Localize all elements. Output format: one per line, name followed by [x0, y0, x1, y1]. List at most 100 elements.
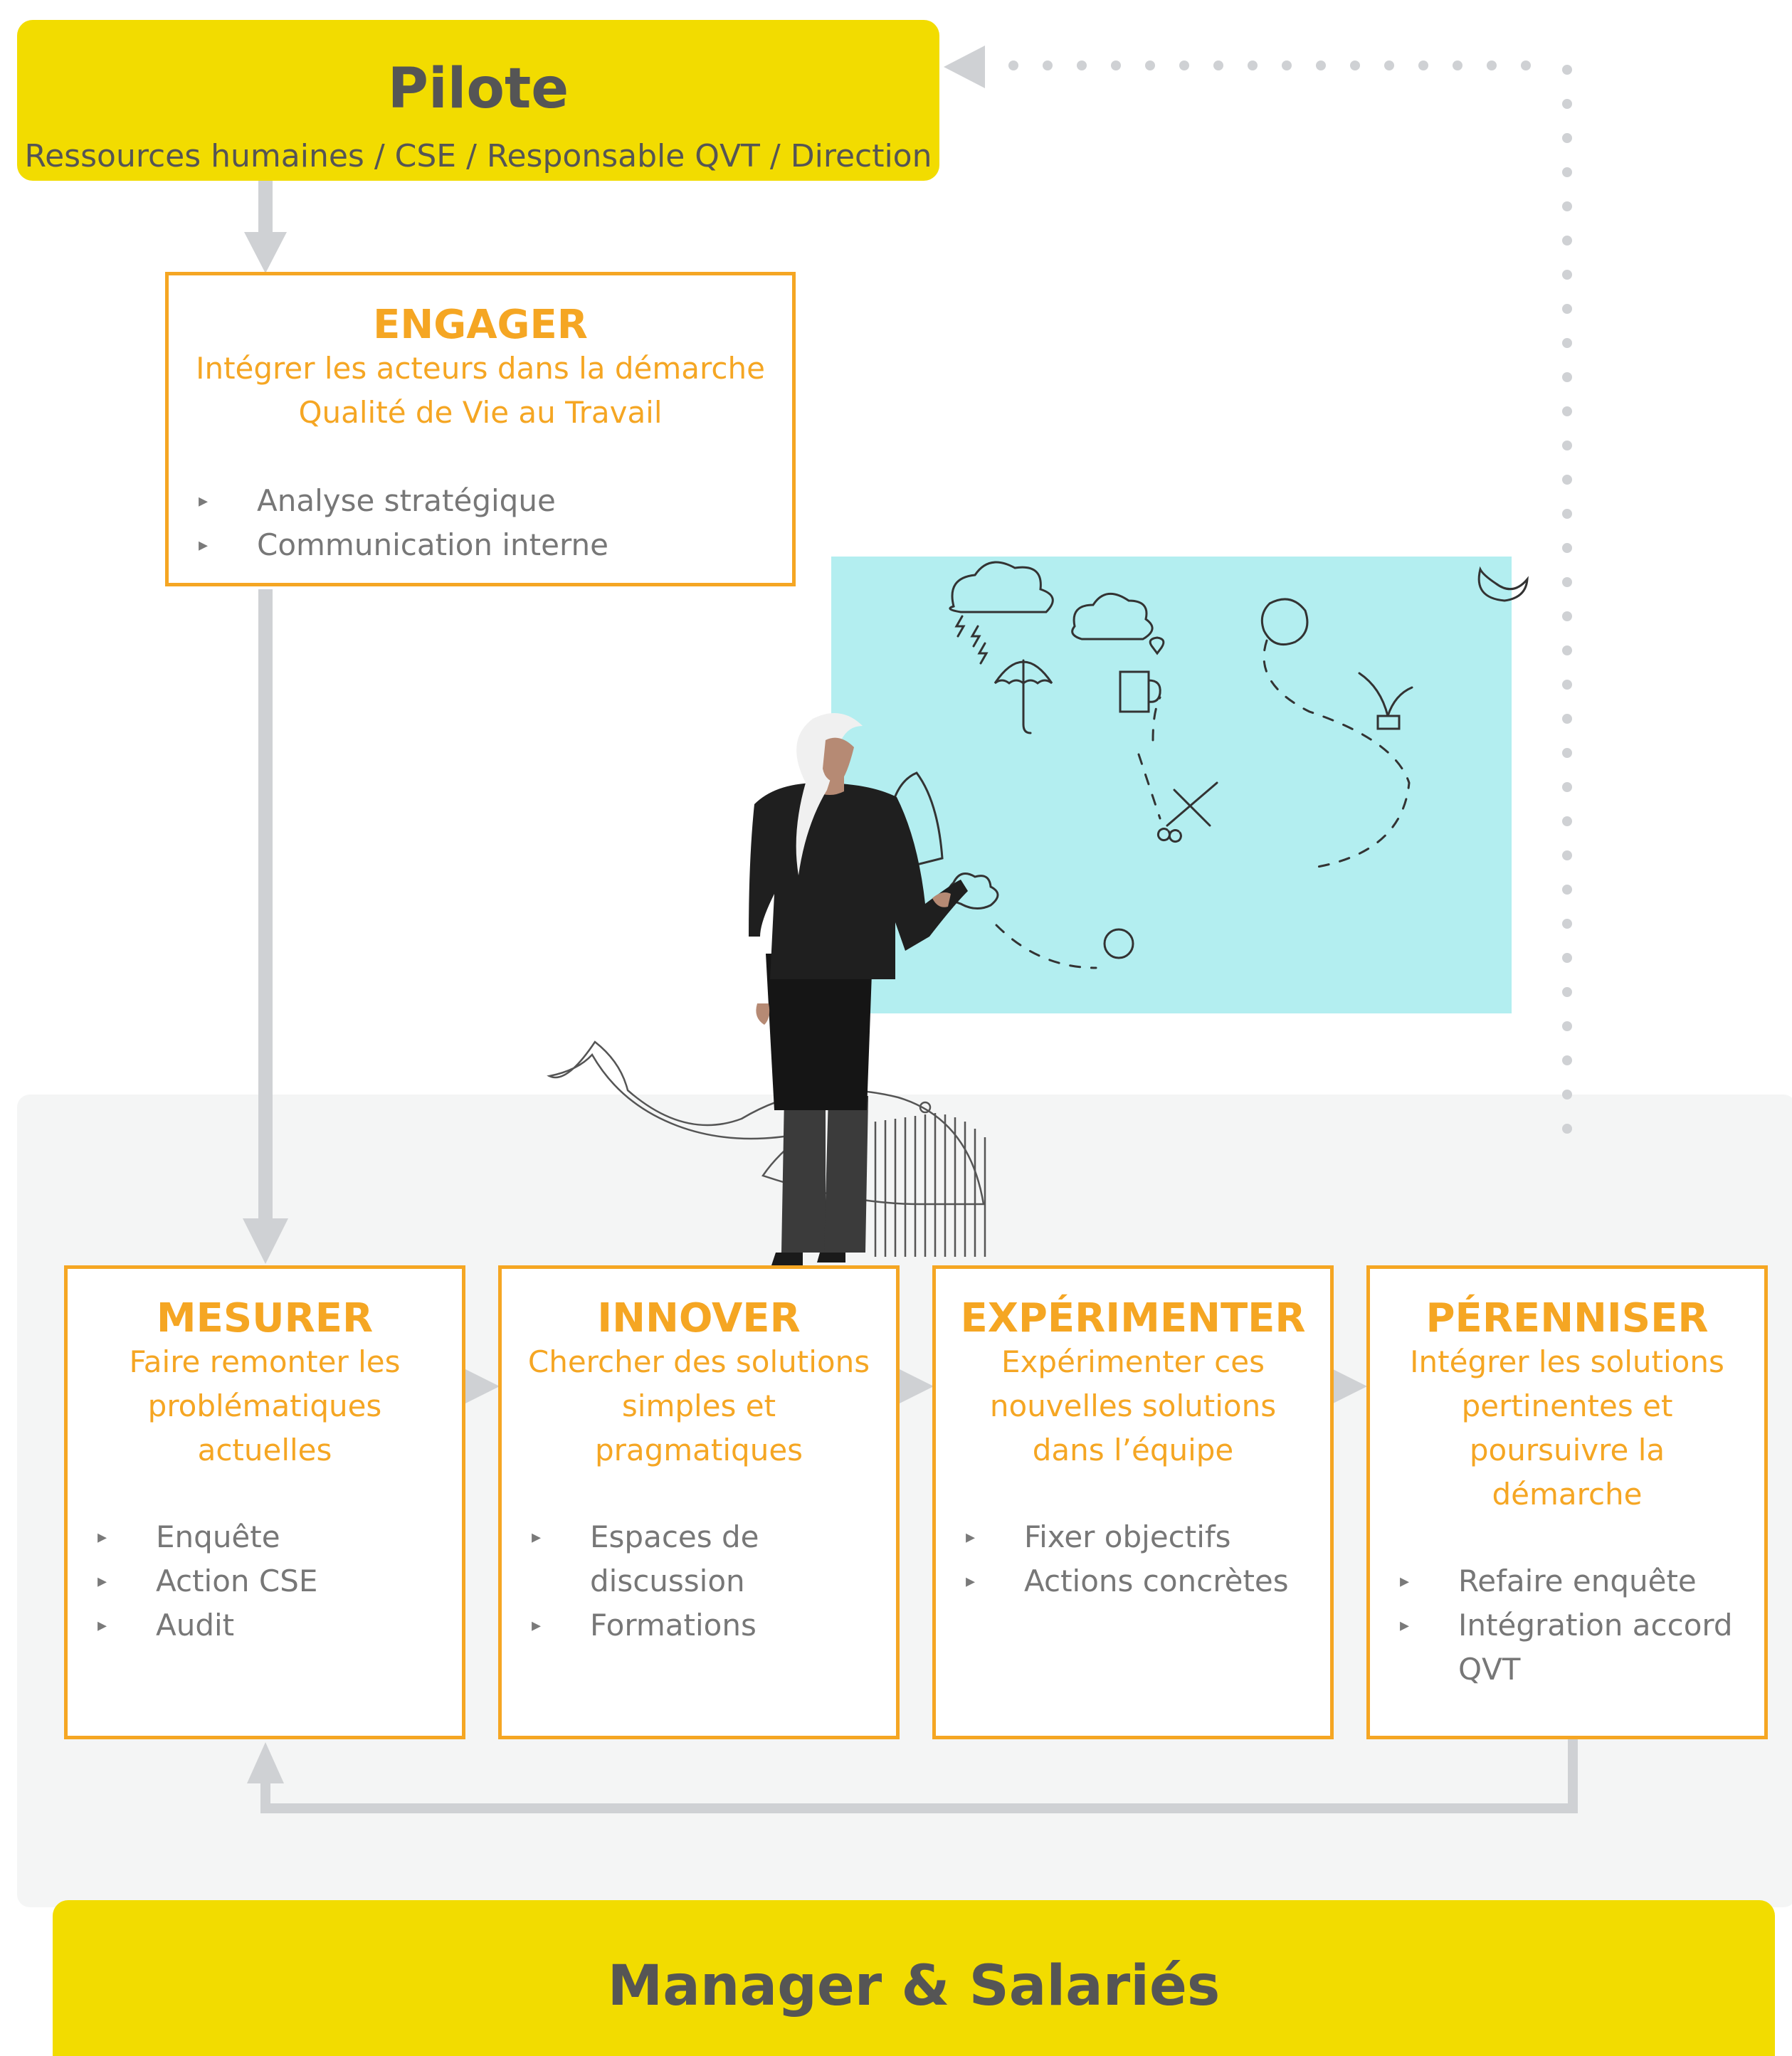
scissors-doodle [1156, 781, 1218, 843]
dot [1316, 60, 1326, 70]
dot [1562, 65, 1572, 75]
moon-doodle [1477, 566, 1529, 602]
innover-description: Chercher des solutions simples et pragma… [523, 1340, 875, 1472]
list-item-line: QVT [1458, 1652, 1521, 1687]
engager-title: ENGAGER [373, 302, 588, 348]
dot [1562, 441, 1572, 450]
dot [1418, 60, 1428, 70]
cloud-doodle [947, 873, 999, 910]
mesurer-desc-line: actuelles [197, 1433, 332, 1467]
dot [1562, 1124, 1572, 1134]
mesurer-list: Enquête Action CSE Audit [68, 1515, 448, 1648]
dot [1350, 60, 1360, 70]
engager-desc-line: Intégrer les acteurs dans la démarche [196, 351, 765, 386]
list-item: Communication interne [169, 523, 778, 567]
dot [1453, 60, 1462, 70]
dot [1562, 133, 1572, 143]
dot [1562, 509, 1572, 519]
dot [1145, 60, 1155, 70]
arrow-mesurer-innover [465, 1369, 500, 1403]
innover-title: INNOVER [597, 1295, 801, 1341]
list-item: Refaire enquête [1370, 1559, 1750, 1603]
sun-doodle [1103, 928, 1134, 959]
pilot-title: Pilote [387, 57, 569, 121]
dot [1562, 201, 1572, 211]
loop-riser-right [1568, 1736, 1578, 1813]
innover-box: INNOVER Chercher des solutions simples e… [498, 1265, 900, 1739]
experimenter-list: Fixer objectifs Actions concrètes [936, 1515, 1316, 1603]
dot [1077, 60, 1087, 70]
dot [1562, 885, 1572, 895]
arrow-experimenter-perenniser [1333, 1369, 1367, 1403]
dot [1562, 1021, 1572, 1031]
perenniser-desc-line: démarche [1492, 1477, 1643, 1512]
engager-box: ENGAGER Intégrer les acteurs dans la dém… [165, 272, 796, 586]
list-item: Actions concrètes [936, 1559, 1316, 1603]
perenniser-desc-line: Intégrer les solutions [1410, 1344, 1724, 1379]
whale-baleen [874, 1113, 986, 1257]
manager-banner: Manager & Salariés [53, 1900, 1775, 2056]
whiteboard [831, 557, 1512, 1013]
cloud-doodle [1071, 592, 1154, 640]
dot [1562, 714, 1572, 724]
list-item: Enquête [68, 1515, 448, 1559]
dot [1562, 816, 1572, 826]
lightning-doodle [954, 615, 966, 638]
dashed-path-doodle [995, 639, 1411, 969]
arrow-pilot-engager-head [244, 232, 287, 273]
perenniser-desc-line: poursuivre la [1469, 1433, 1665, 1467]
woman-drawing-figure [749, 713, 968, 1265]
perenniser-box: PÉRENNISER Intégrer les solutions pertin… [1366, 1265, 1768, 1739]
engager-description: Intégrer les acteurs dans la démarche Qu… [190, 347, 771, 435]
list-item: Fixer objectifs [936, 1515, 1316, 1559]
dot [1111, 60, 1121, 70]
experimenter-desc-line: nouvelles solutions [989, 1388, 1277, 1423]
perenniser-desc-line: pertinentes et [1461, 1388, 1673, 1423]
experimenter-description: Expérimenter ces nouvelles solutions dan… [957, 1340, 1309, 1472]
dot [1562, 577, 1572, 587]
dot [1562, 406, 1572, 416]
umbrella-doodle [993, 659, 1053, 734]
engager-list: Analyse stratégique Communication intern… [169, 479, 778, 567]
dot [1562, 987, 1572, 997]
dot [1562, 1090, 1572, 1100]
dot [1562, 782, 1572, 792]
list-item: Analyse stratégique [169, 479, 778, 523]
arrow-engager-mesurer-shaft [258, 589, 273, 1223]
dot [1562, 680, 1572, 690]
experimenter-box: EXPÉRIMENTER Expérimenter ces nouvelles … [932, 1265, 1334, 1739]
loop-riser-left [260, 1775, 270, 1813]
dot [1562, 543, 1572, 553]
dot [1008, 60, 1018, 70]
list-item-line: discussion [590, 1564, 745, 1598]
pilot-banner: Pilote Ressources humaines / CSE / Respo… [17, 20, 939, 181]
list-item: Formations [502, 1603, 882, 1648]
loop-arrow-head [247, 1742, 284, 1783]
dot [1562, 304, 1572, 314]
monster-doodle [1260, 598, 1309, 645]
dot [1179, 60, 1189, 70]
list-item: Action CSE [68, 1559, 448, 1603]
dot [1213, 60, 1223, 70]
dot [1562, 167, 1572, 177]
innover-desc-line: Chercher des solutions [527, 1344, 870, 1379]
innover-desc-line: simples et [621, 1388, 776, 1423]
dot [1562, 236, 1572, 246]
experimenter-desc-line: Expérimenter ces [1001, 1344, 1265, 1379]
experimenter-desc-line: dans l’équipe [1032, 1433, 1234, 1467]
cloud-doodle [949, 561, 1054, 613]
dot [1248, 60, 1258, 70]
innover-desc-line: pragmatiques [594, 1433, 803, 1467]
dot [1562, 99, 1572, 109]
dot [1562, 611, 1572, 621]
pilot-subtitle: Ressources humaines / CSE / Responsable … [24, 138, 932, 174]
mesurer-title: MESURER [156, 1295, 374, 1341]
perenniser-title: PÉRENNISER [1425, 1295, 1709, 1341]
dot [1562, 953, 1572, 963]
lightning-doodle [970, 625, 981, 648]
dot [1282, 60, 1292, 70]
whale-doodle [547, 1040, 986, 1257]
